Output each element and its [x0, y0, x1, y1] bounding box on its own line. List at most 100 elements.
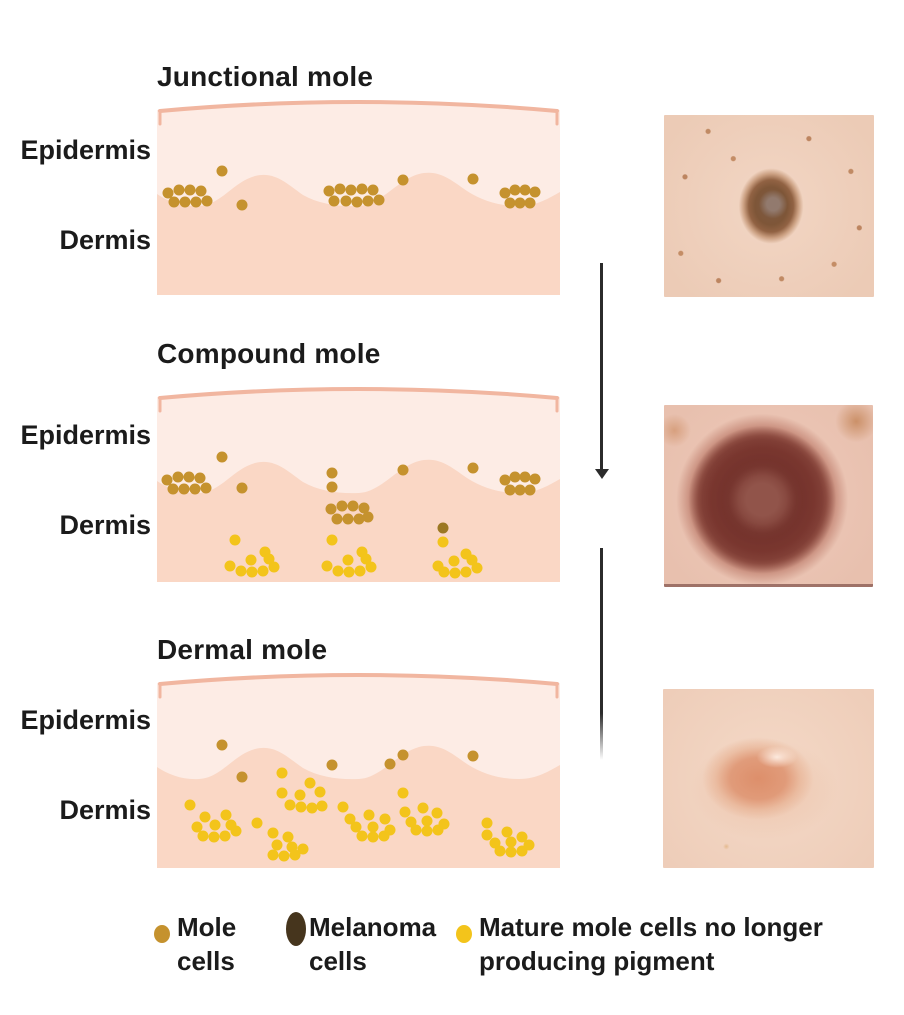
- yellow-cell-dot: [326, 534, 338, 546]
- yellow-cell-dot: [460, 566, 472, 578]
- brown-cell-dot: [529, 473, 541, 485]
- yellow-cell-dot: [397, 787, 409, 799]
- brown-cell-dot: [334, 183, 346, 195]
- yellow-cell-dot: [263, 553, 275, 565]
- brown-cell-dot: [326, 481, 338, 493]
- yellow-cell-dot: [342, 554, 354, 566]
- brown-cell-dot: [467, 750, 479, 762]
- yellow-cell-dot: [267, 827, 279, 839]
- mature-mole-cell-icon: [456, 925, 472, 943]
- yellow-cell-dot: [471, 562, 483, 574]
- yellow-cell-dot: [431, 807, 443, 819]
- yellow-cell-dot: [208, 831, 220, 843]
- brown-cell-dot: [351, 196, 363, 208]
- brown-cell-dot: [504, 197, 516, 209]
- brown-cell-dot: [340, 195, 352, 207]
- yellow-cell-dot: [421, 825, 433, 837]
- yellow-cell-dot: [367, 821, 379, 833]
- melanoma-cell-icon: [286, 912, 306, 946]
- brown-cell-dot: [200, 482, 212, 494]
- yellow-cell-dot: [421, 815, 433, 827]
- brown-cell-dot: [509, 184, 521, 196]
- yellow-cell-dot: [304, 777, 316, 789]
- yellow-cell-dot: [224, 560, 236, 572]
- arrow-junctional-to-compound: [600, 263, 603, 471]
- yellow-cell-dot: [399, 806, 411, 818]
- brown-cell-dot: [373, 194, 385, 206]
- brown-cell-dot: [367, 184, 379, 196]
- brown-cell-dot: [179, 196, 191, 208]
- brown-cell-dot: [216, 739, 228, 751]
- epidermis-label-compound: Epidermis: [20, 420, 151, 450]
- brown-cell-dot: [236, 482, 248, 494]
- legend-label-line: Mature mole cells no longer: [479, 912, 823, 942]
- brown-cell-dot: [167, 483, 179, 495]
- yellow-cell-dot: [466, 554, 478, 566]
- yellow-cell-dot: [489, 837, 501, 849]
- yellow-cell-dot: [197, 830, 209, 842]
- legend-item-melanoma-cells: Melanoma cells: [286, 910, 436, 978]
- epidermis-label-dermal: Epidermis: [20, 705, 151, 735]
- yellow-cell-dot: [316, 800, 328, 812]
- brown-cell-dot: [236, 199, 248, 211]
- yellow-cell-dot: [363, 809, 375, 821]
- yellow-cell-dot: [365, 561, 377, 573]
- brown-cell-dot: [504, 484, 516, 496]
- yellow-cell-dot: [481, 817, 493, 829]
- yellow-cell-dot: [235, 565, 247, 577]
- brown-cell-dot: [524, 197, 536, 209]
- epidermis-label-junctional: Epidermis: [20, 135, 151, 165]
- legend-label-line: cells: [309, 946, 367, 976]
- brown-cell-dot: [168, 196, 180, 208]
- yellow-cell-dot: [276, 787, 288, 799]
- brown-cell-dot: [514, 197, 526, 209]
- yellow-cell-dot: [267, 849, 279, 861]
- yellow-cell-dot: [219, 830, 231, 842]
- panel-title-dermal: Dermal mole: [157, 634, 328, 665]
- legend-label-line: cells: [177, 946, 235, 976]
- brown-cell-dot: [362, 195, 374, 207]
- brown-cell-dot: [358, 502, 370, 514]
- panel-title-junctional: Junctional mole: [157, 61, 374, 92]
- yellow-cell-dot: [343, 566, 355, 578]
- yellow-cell-dot: [332, 565, 344, 577]
- yellow-cell-dot: [417, 802, 429, 814]
- brown-cell-dot: [236, 771, 248, 783]
- yellow-cell-dot: [284, 799, 296, 811]
- brown-cell-dot: [194, 472, 206, 484]
- mole-cell-icon: [154, 925, 170, 943]
- yellow-cell-dot: [350, 821, 362, 833]
- brown-cell-dot: [499, 187, 511, 199]
- yellow-cell-dot: [209, 819, 221, 831]
- yellow-cell-dot: [294, 789, 306, 801]
- yellow-cell-dot: [245, 554, 257, 566]
- brown-cell-dot: [328, 195, 340, 207]
- legend-label-line: Melanoma: [309, 912, 437, 942]
- brown-cell-dot: [326, 467, 338, 479]
- yellow-cell-dot: [438, 818, 450, 830]
- brown-cell-dot: [499, 474, 511, 486]
- brown-cell-dot: [336, 500, 348, 512]
- yellow-cell-dot: [184, 799, 196, 811]
- yellow-cell-dot: [276, 767, 288, 779]
- yellow-cell-dot: [367, 831, 379, 843]
- brown-cell-dot: [216, 451, 228, 463]
- brown-cell-dot: [467, 462, 479, 474]
- brown-cell-dot: [323, 185, 335, 197]
- brown-cell-dot: [195, 185, 207, 197]
- dermal-mole-diagram: [157, 673, 560, 868]
- yellow-cell-dot: [278, 850, 290, 862]
- yellow-cell-dot: [289, 849, 301, 861]
- brown-cell-dot: [397, 749, 409, 761]
- yellow-cell-dot: [384, 824, 396, 836]
- dermis-label-dermal: Dermis: [59, 795, 151, 825]
- yellow-cell-dot: [282, 831, 294, 843]
- brown-cell-dot: [509, 471, 521, 483]
- brown-cell-dot: [184, 184, 196, 196]
- yellow-cell-dot: [523, 839, 535, 851]
- yellow-cell-dot: [405, 816, 417, 828]
